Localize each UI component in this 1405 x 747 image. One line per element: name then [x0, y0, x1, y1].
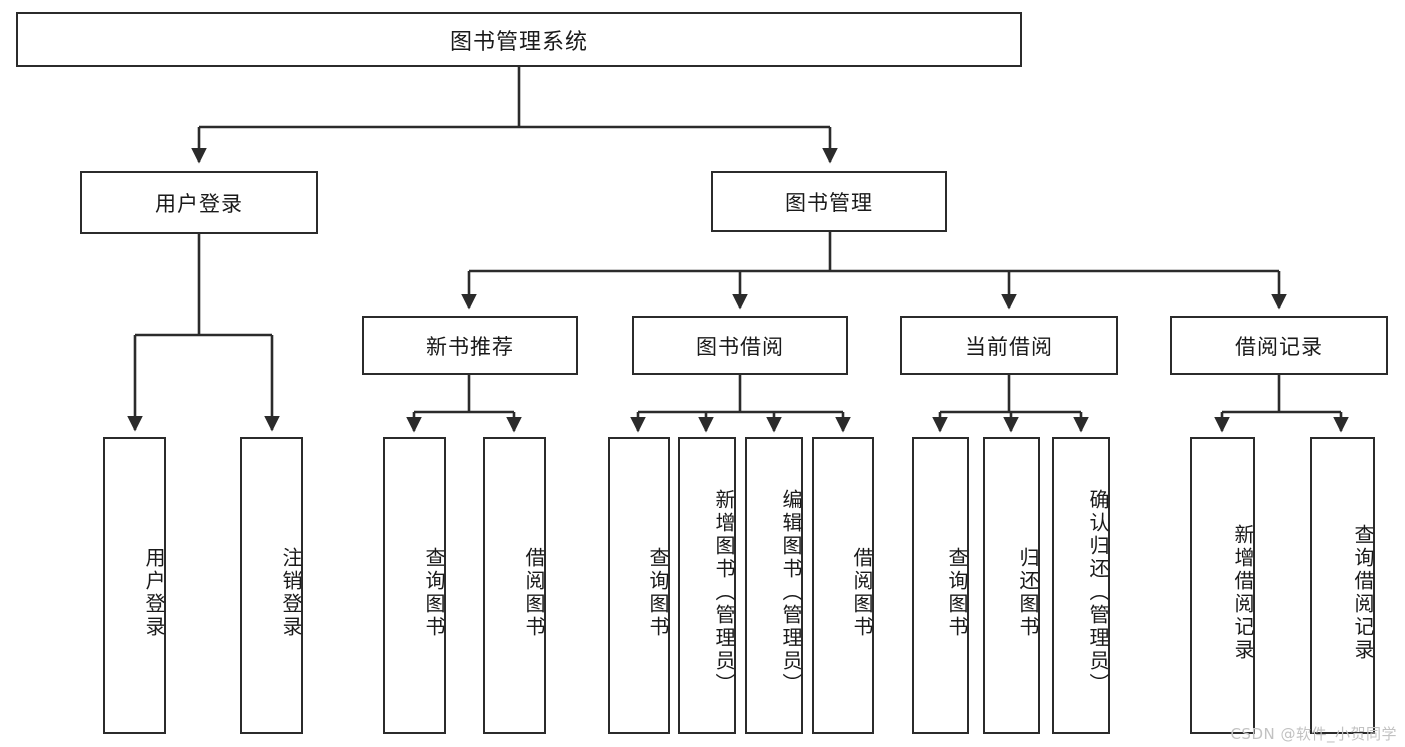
node-book-borrow[interactable]: 图书借阅	[632, 316, 848, 375]
node-label: 确认归还（管理员）	[1086, 489, 1110, 696]
node-book-management[interactable]: 图书管理	[711, 171, 947, 232]
node-label: 用户登录	[142, 546, 166, 639]
node-label: 查询图书	[945, 546, 969, 639]
leaf-query-book-current[interactable]: 查询图书	[912, 437, 969, 734]
node-label: 图书借阅	[696, 334, 784, 359]
node-label: 借阅图书	[522, 546, 546, 639]
leaf-add-book-admin[interactable]: 新增图书（管理员）	[678, 437, 736, 734]
leaf-add-borrow-record[interactable]: 新增借阅记录	[1190, 437, 1255, 734]
leaf-confirm-return-admin[interactable]: 确认归还（管理员）	[1052, 437, 1110, 734]
node-label: 新书推荐	[426, 334, 514, 359]
node-user-login[interactable]: 用户登录	[80, 171, 318, 234]
node-current-borrow[interactable]: 当前借阅	[900, 316, 1118, 375]
leaf-edit-book-admin[interactable]: 编辑图书（管理员）	[745, 437, 803, 734]
node-label: 图书管理系统	[449, 29, 588, 55]
leaf-borrow-book-recommend[interactable]: 借阅图书	[483, 437, 546, 734]
node-label: 借阅记录	[1235, 334, 1323, 359]
node-label: 查询图书	[646, 546, 670, 639]
node-label: 归还图书	[1016, 546, 1040, 639]
node-label: 新增借阅记录	[1231, 523, 1255, 662]
leaf-query-borrow-record[interactable]: 查询借阅记录	[1310, 437, 1375, 734]
leaf-return-book[interactable]: 归还图书	[983, 437, 1040, 734]
leaf-borrow-book[interactable]: 借阅图书	[812, 437, 874, 734]
leaf-query-book-borrow[interactable]: 查询图书	[608, 437, 670, 734]
node-label: 编辑图书（管理员）	[779, 489, 803, 696]
node-label: 查询图书	[422, 546, 446, 639]
node-label: 当前借阅	[965, 334, 1053, 359]
watermark-text: CSDN @软件_小贺同学	[1230, 725, 1397, 743]
node-label: 注销登录	[279, 546, 303, 639]
node-label: 查询借阅记录	[1351, 523, 1375, 662]
node-root-system[interactable]: 图书管理系统	[16, 12, 1022, 67]
node-new-book-recommend[interactable]: 新书推荐	[362, 316, 578, 375]
node-label: 用户登录	[155, 191, 243, 216]
node-label: 图书管理	[785, 190, 873, 215]
node-borrow-records[interactable]: 借阅记录	[1170, 316, 1388, 375]
node-label: 新增图书（管理员）	[712, 489, 736, 696]
node-label: 借阅图书	[850, 546, 874, 639]
leaf-user-login[interactable]: 用户登录	[103, 437, 166, 734]
leaf-logout[interactable]: 注销登录	[240, 437, 303, 734]
leaf-query-book-recommend[interactable]: 查询图书	[383, 437, 446, 734]
